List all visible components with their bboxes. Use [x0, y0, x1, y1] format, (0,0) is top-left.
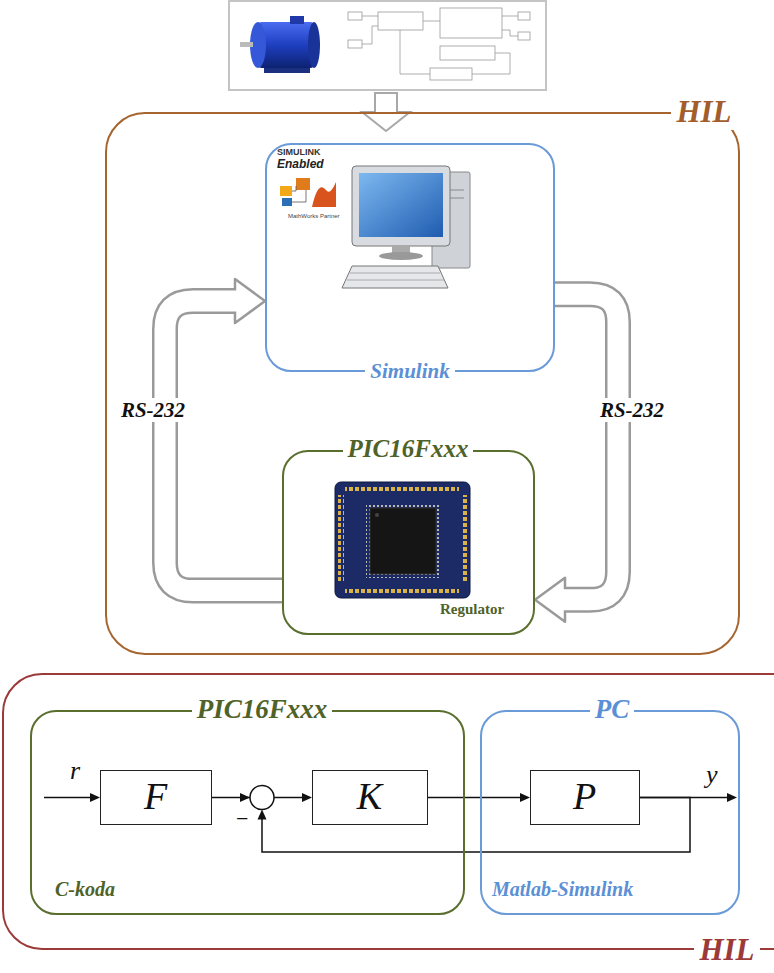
block: [440, 8, 502, 38]
controller-box: PIC16FxxxRegulator: [282, 450, 535, 635]
edge-label: RS-232: [595, 398, 669, 422]
transfer-block: F: [100, 770, 212, 825]
box-title: PIC16Fxxx: [343, 435, 474, 464]
link-arrow: [535, 294, 618, 622]
box-title: PC: [590, 694, 635, 725]
logo-text: MathWorks Partner: [288, 213, 340, 220]
logo-wire: [292, 190, 306, 202]
wire: [362, 26, 378, 44]
pc-box: PCMatlab-SimulinkP: [480, 710, 740, 915]
frame-title: HIL: [694, 932, 759, 968]
board: [335, 482, 470, 598]
motor-picture: [240, 16, 320, 73]
logo-peak: [312, 182, 336, 207]
keyboard: [342, 266, 448, 288]
arrow-head: [302, 793, 312, 802]
computer-picture: [342, 166, 470, 288]
port: [518, 12, 530, 20]
pin-header: [345, 589, 459, 595]
signal-label: y: [706, 760, 718, 790]
monitor-base: [379, 252, 423, 260]
arrow-head: [240, 793, 250, 802]
hil-frame: HILSimulinkPIC16FxxxRegulator: [105, 112, 740, 655]
wire: [362, 16, 378, 17]
block: [440, 46, 495, 60]
port: [518, 32, 530, 40]
logo-wire: [292, 186, 296, 191]
wire: [400, 30, 430, 74]
hil-frame: HILPIC16FxxxC-kodaFKPCMatlab-SimulinkP: [2, 673, 774, 950]
wire: [502, 30, 518, 36]
arrow-head: [235, 279, 265, 323]
chip: [370, 508, 436, 574]
arrow-head: [90, 793, 100, 802]
arrow-inner: [555, 294, 618, 600]
wire: [423, 21, 440, 22]
box-caption: C-koda: [55, 878, 115, 901]
block-symbol: P: [573, 775, 596, 819]
signal-line: [428, 797, 521, 799]
key-row: [350, 273, 440, 274]
box-title: PIC16Fxxx: [192, 694, 333, 725]
box-title: Simulink: [365, 359, 454, 383]
motor-rear: [308, 22, 320, 68]
logo-block: [280, 186, 292, 196]
pin-header: [461, 495, 467, 583]
input-line: [44, 797, 91, 799]
block: [430, 68, 472, 80]
wire: [472, 53, 510, 74]
pin-header: [345, 485, 459, 491]
pc-box: Simulink: [265, 143, 555, 372]
block-symbol: K: [357, 775, 382, 819]
key-row: [347, 280, 444, 281]
arrow-head: [535, 578, 565, 622]
arrow-head: [520, 793, 530, 802]
summing-junction: [250, 786, 274, 810]
logo-block: [282, 198, 292, 206]
transfer-block: P: [530, 770, 640, 825]
wire: [502, 16, 518, 17]
motor-body: [258, 22, 314, 68]
chip-legs: [366, 504, 440, 578]
sign-label: −: [236, 806, 248, 831]
block-symbol: F: [144, 775, 167, 819]
monitor-screen: [359, 173, 443, 237]
arrow-shaft: [555, 294, 618, 600]
box-caption: Regulator: [440, 601, 504, 618]
monitor: [352, 166, 450, 246]
motor-terminal: [290, 16, 304, 24]
port: [348, 40, 362, 48]
arrow-head: [727, 793, 737, 802]
block: [378, 12, 423, 30]
logo-block: [296, 178, 310, 190]
signal-label: r: [70, 756, 80, 786]
chip-dot: [375, 513, 379, 517]
arrow-head: [258, 810, 267, 820]
box-caption: Matlab-Simulink: [492, 878, 633, 901]
logo-text: Enabled: [277, 158, 324, 172]
frame-title: HIL: [671, 94, 736, 130]
motor-shaft: [240, 42, 253, 47]
board-picture: [335, 482, 470, 598]
signal-connector: [428, 793, 530, 802]
pin-header: [338, 495, 344, 583]
simulink-logo: [280, 178, 336, 207]
port: [348, 12, 362, 20]
logo-text: SIMULINK: [277, 147, 321, 157]
block-diagram-picture: [348, 8, 530, 80]
transfer-block: K: [312, 770, 428, 825]
edge-label: RS-232: [116, 398, 190, 422]
illustration-frame: [229, 1, 546, 90]
